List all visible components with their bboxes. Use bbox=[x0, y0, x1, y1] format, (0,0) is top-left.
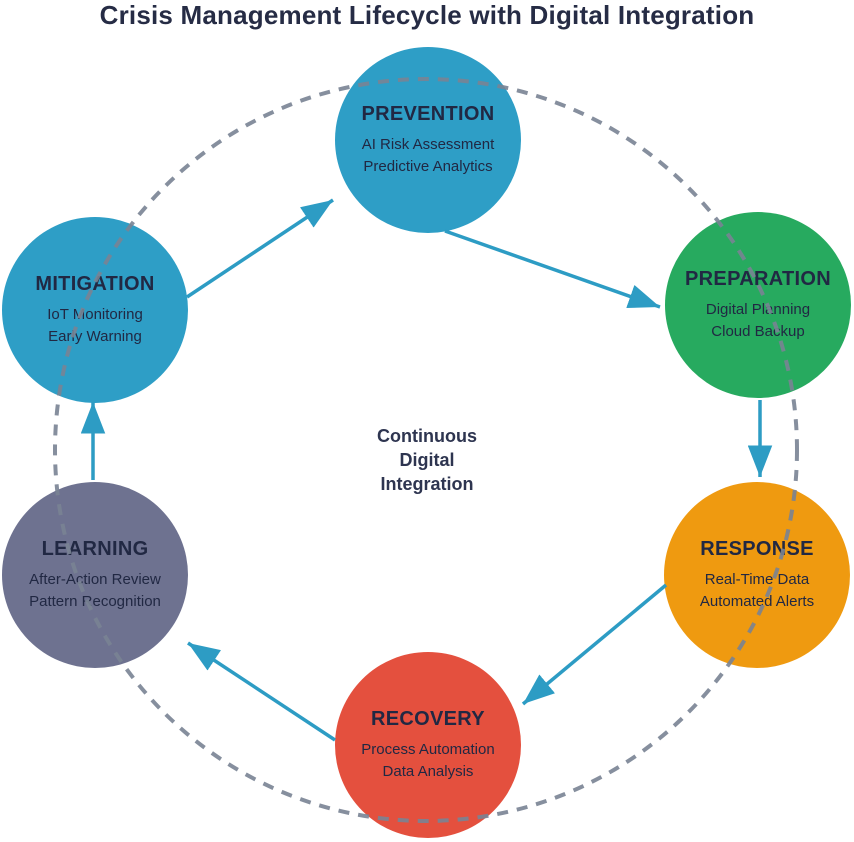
stage-detail: IoT Monitoring bbox=[47, 305, 143, 323]
stage-detail: Cloud Backup bbox=[711, 322, 805, 340]
stage-detail: Digital Planning bbox=[705, 300, 811, 318]
center-label-line: Integration bbox=[380, 474, 474, 494]
arrow-recovery-to-learning bbox=[187, 641, 336, 742]
stage-detail: Process Automation bbox=[361, 740, 495, 758]
stage-circle-learning: LEARNING After-Action Review Pattern Rec… bbox=[2, 482, 188, 668]
stage-name: PREPARATION bbox=[685, 267, 831, 290]
center-label: Continuous Digital Integration bbox=[327, 424, 527, 496]
stage-detail: Predictive Analytics bbox=[363, 157, 493, 175]
diagram-title: Crisis Management Lifecycle with Digital… bbox=[99, 0, 755, 30]
stage-detail: Automated Alerts bbox=[699, 592, 815, 610]
stage-detail: Pattern Recognition bbox=[29, 592, 161, 610]
stage-name: LEARNING bbox=[41, 537, 149, 560]
arrow-prevention-to-preparation bbox=[444, 229, 661, 309]
stage-circle-response: RESPONSE Real-Time Data Automated Alerts bbox=[664, 482, 850, 668]
stage-detail: After-Action Review bbox=[29, 570, 161, 588]
stage-detail: Data Analysis bbox=[382, 762, 474, 780]
center-label-line: Digital bbox=[399, 450, 455, 470]
stage-circle-mitigation: MITIGATION IoT Monitoring Early Warning bbox=[2, 217, 188, 403]
stage-detail: Early Warning bbox=[48, 327, 142, 345]
stage-name: PREVENTION bbox=[361, 102, 495, 125]
stage-detail: AI Risk Assessment bbox=[361, 135, 495, 153]
stage-name: MITIGATION bbox=[35, 272, 155, 295]
stage-circle-recovery: RECOVERY Process Automation Data Analysi… bbox=[335, 652, 521, 838]
stage-circle-preparation: PREPARATION Digital Planning Cloud Backu… bbox=[665, 212, 851, 398]
stage-name: RECOVERY bbox=[371, 707, 485, 730]
center-label-line: Continuous bbox=[377, 426, 477, 446]
stage-name: RESPONSE bbox=[700, 537, 814, 560]
stage-detail: Real-Time Data bbox=[704, 570, 810, 588]
stage-circle-prevention: PREVENTION AI Risk Assessment Predictive… bbox=[335, 47, 521, 233]
arrow-mitigation-to-prevention bbox=[186, 198, 334, 299]
arrow-response-to-recovery bbox=[521, 583, 668, 706]
